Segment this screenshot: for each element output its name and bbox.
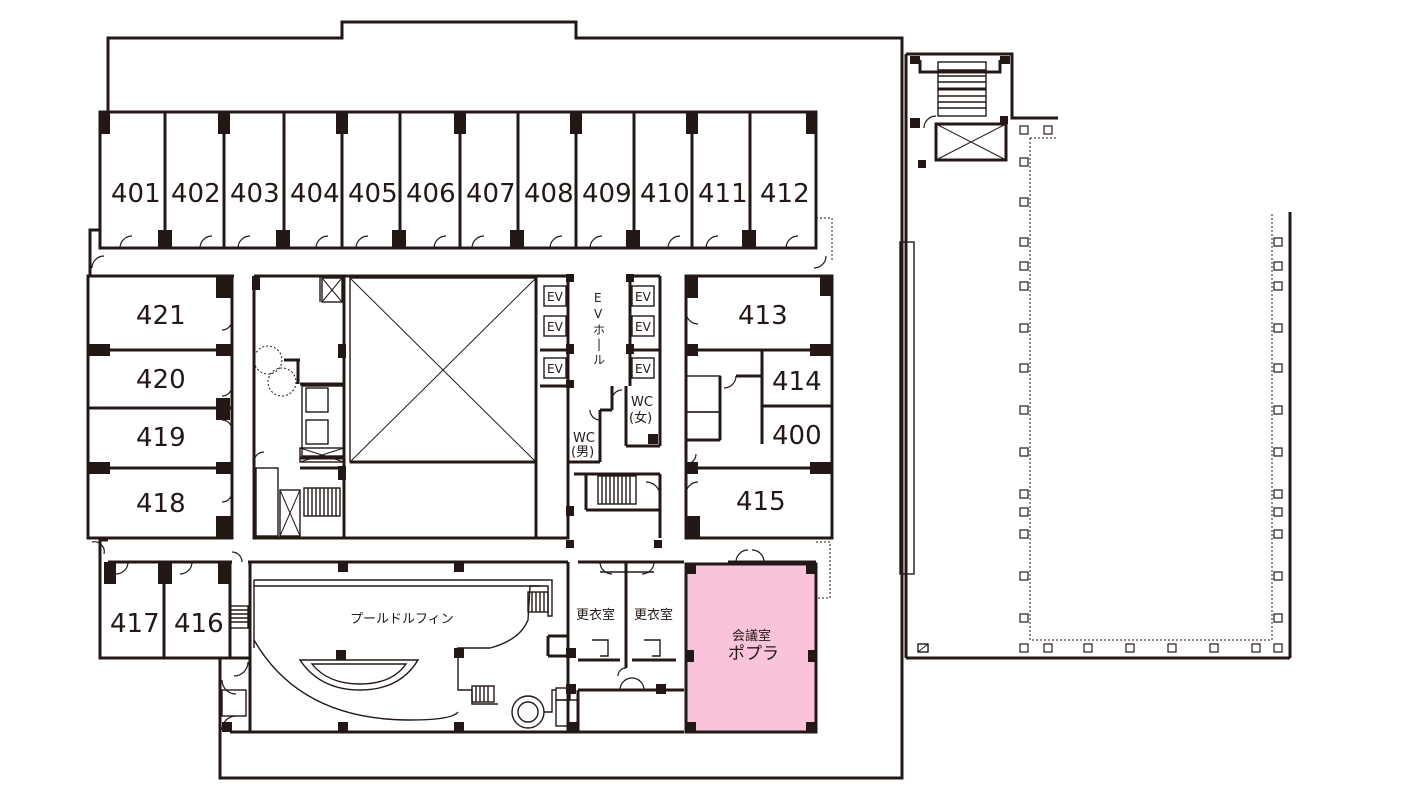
bottom-left-room-labels: 417 416 [110, 609, 224, 639]
left-room-labels: 421 420 419 418 [136, 301, 186, 519]
top-room-dividers [163, 112, 752, 248]
ev-label-1: EV [547, 290, 564, 304]
room-406-label: 406 [406, 179, 456, 209]
ev-boxes [543, 285, 655, 379]
locker-room-1-label: 更衣室 [576, 607, 615, 623]
right-columns [686, 276, 832, 538]
left-columns [88, 276, 232, 538]
annex-building [899, 52, 1292, 660]
ev-label-5: EV [635, 320, 652, 334]
ev-label-6: EV [635, 362, 652, 376]
room-407-label: 407 [466, 179, 516, 209]
stair-pool-2 [471, 685, 495, 703]
room-402-label: 402 [171, 179, 221, 209]
room-416-label: 416 [174, 609, 224, 639]
pool-outline [254, 579, 553, 705]
top-columns [100, 112, 816, 248]
locker-room-2-label: 更衣室 [634, 607, 673, 623]
right-room-labels: 413 414 400 415 [736, 301, 822, 517]
annex-pillars [1019, 125, 1283, 653]
pool-label: プールドルフィン [350, 612, 454, 627]
stair-small [229, 605, 249, 629]
wc-male-line1: WC [573, 431, 595, 446]
room-421-label: 421 [136, 301, 186, 331]
ev-hall-char-5: ル [593, 353, 605, 367]
room-417-label: 417 [110, 609, 160, 639]
stair-left [303, 487, 341, 517]
room-415-label: 415 [736, 487, 786, 517]
room-405-label: 405 [348, 179, 398, 209]
room-412-label: 412 [760, 179, 810, 209]
room-410-label: 410 [640, 179, 690, 209]
ev-hall-label: E V ホ | ル [593, 291, 605, 367]
room-418-label: 418 [136, 489, 186, 519]
ev-hall-char-1: E [594, 291, 602, 305]
room-400-label: 400 [772, 421, 822, 451]
building-outline [106, 20, 904, 780]
top-room-labels: 401 402 403 404 405 406 407 408 409 410 … [111, 179, 810, 209]
ev-hall-char-2: V [594, 307, 603, 321]
stair-center [597, 475, 637, 505]
ev-label-2: EV [547, 320, 564, 334]
room-413-label: 413 [738, 301, 788, 331]
pool-columns [222, 562, 578, 732]
room-414-label: 414 [772, 367, 822, 397]
room-419-label: 419 [136, 423, 186, 453]
ev-label-4: EV [635, 290, 652, 304]
wc-female-line2: (女) [629, 410, 652, 426]
room-404-label: 404 [290, 179, 340, 209]
stair-pool [527, 591, 549, 613]
meeting-room-label-2: ポプラ [728, 644, 779, 664]
room-408-label: 408 [524, 179, 574, 209]
ev-hall-char-4: | [597, 337, 601, 351]
right-room-block [684, 274, 834, 540]
top-room-doors [91, 235, 827, 269]
wc-female-line1: WC [631, 395, 653, 410]
room-403-label: 403 [230, 179, 280, 209]
ev-hall-char-3: ホ [593, 323, 605, 337]
room-401-label: 401 [111, 179, 161, 209]
wc-male-line2: (男) [571, 445, 594, 460]
room-420-label: 420 [136, 365, 186, 395]
meeting-room-label-1: 会議室 [732, 628, 771, 644]
ev-label-3: EV [547, 362, 564, 376]
room-411-label: 411 [698, 179, 748, 209]
room-409-label: 409 [582, 179, 632, 209]
left-room-doors [221, 319, 233, 503]
meeting-room-poplar[interactable] [684, 562, 818, 734]
ev-labels: EV EV EV EV EV EV [547, 290, 652, 376]
